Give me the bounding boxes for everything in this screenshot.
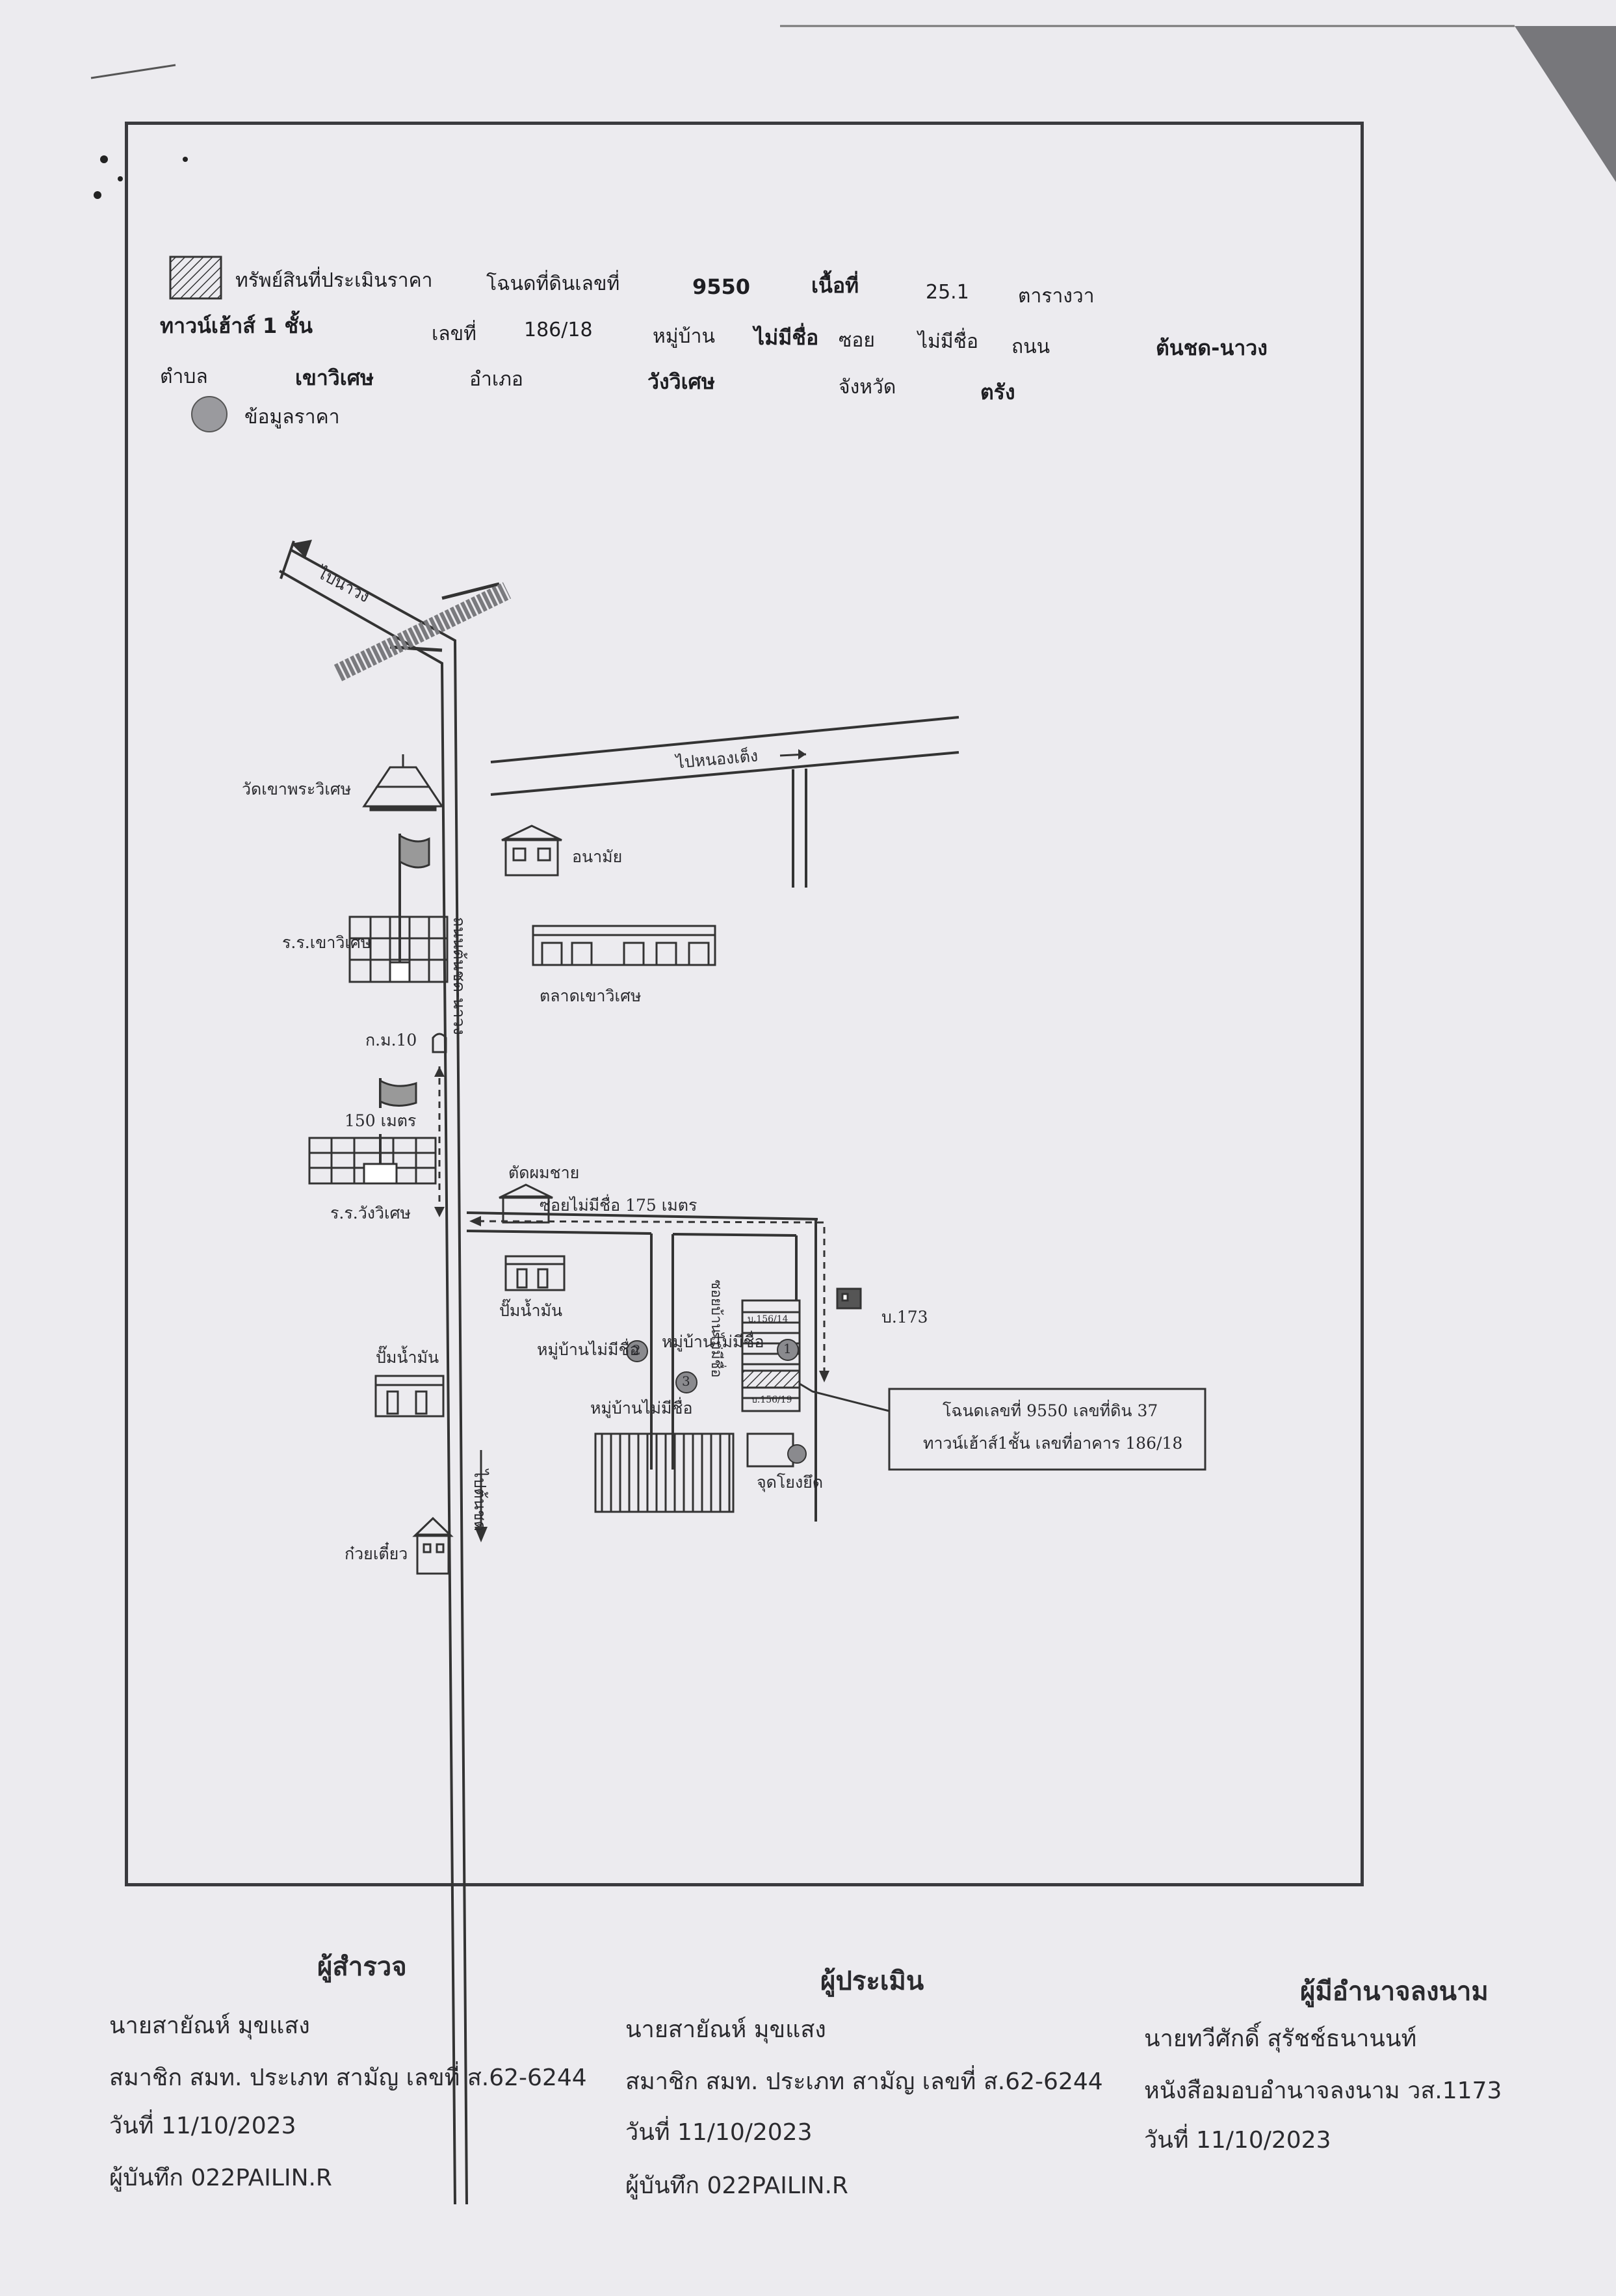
house-no-label: เลขที่ bbox=[432, 323, 476, 345]
label-subject-point: จุดโยงยึด bbox=[757, 1473, 824, 1492]
map-frame bbox=[125, 122, 1364, 1886]
subdistrict-label: ตำบล bbox=[160, 365, 208, 388]
property-type: ทาวน์เฮ้าส์ 1 ชั้น bbox=[160, 313, 313, 338]
soi-name: ไม่มีชื่อ bbox=[918, 330, 979, 353]
label-to-tonchot: ไปต้นชด bbox=[471, 1470, 489, 1531]
province-label: จังหวัด bbox=[839, 376, 896, 399]
deed-number: 9550 bbox=[692, 274, 751, 299]
house-173-icon bbox=[836, 1287, 862, 1310]
marker-1-label: 1 bbox=[783, 1341, 792, 1356]
authorized-authority: หนังสือมอบอำนาจลงนาม วส.1173 bbox=[1144, 2078, 1502, 2104]
authorized-title: ผู้มีอำนาจลงนาม bbox=[1300, 1977, 1489, 2007]
legend-price-label: ข้อมูลราคา bbox=[244, 406, 340, 429]
road-label: ถนน bbox=[1011, 336, 1050, 358]
label-plot-upper: บ.156/14 bbox=[748, 1314, 788, 1325]
label-gas-station-1: ปั๊มน้ำมัน bbox=[499, 1301, 563, 1320]
callout-line-2: ทาวน์เฮ้าส์1ชั้น เลขที่อาคาร 186/18 bbox=[923, 1434, 1183, 1453]
main-road bbox=[279, 540, 468, 2205]
temple-icon bbox=[362, 754, 444, 812]
label-noodle-shop: ก๋วยเตี๋ยว bbox=[345, 1544, 408, 1563]
noodle-shop-icon bbox=[412, 1516, 454, 1575]
appraiser-name: นายสายัณห์ มุขแสง bbox=[625, 2016, 826, 2043]
gas-station-1-icon bbox=[504, 1255, 566, 1291]
surveyor-recorder: ผู้บันทึก 022PAILIN.R bbox=[109, 2165, 332, 2191]
area-unit: ตารางวา bbox=[1018, 285, 1095, 308]
callout-line-1: โฉนดเลขที่ 9550 เลขที่ดิน 37 bbox=[943, 1401, 1158, 1420]
label-school-wangwiset: ร.ร.วังวิเศษ bbox=[330, 1204, 411, 1222]
marker-3-label: 3 bbox=[682, 1373, 690, 1389]
deed-label: โฉนดที่ดินเลขที่ bbox=[486, 272, 620, 295]
school-khaowiset-icon bbox=[348, 834, 449, 983]
health-center-icon bbox=[501, 825, 562, 877]
legend-subject-label: ทรัพย์สินที่ประเมินราคา bbox=[235, 269, 433, 292]
label-village-1: หมู่บ้านไม่มีชื่อ bbox=[537, 1340, 640, 1359]
road-name: ต้นชด-นาวง bbox=[1156, 336, 1268, 360]
label-soi-distance: ซอยไม่มีชื่อ 175 เมตร bbox=[540, 1196, 697, 1215]
appraiser-recorder: ผู้บันทึก 022PAILIN.R bbox=[625, 2172, 848, 2199]
label-village-2: หมู่บ้านไม่มีชื่อ bbox=[662, 1332, 764, 1351]
surveyor-name: นายสายัณห์ มุขแสง bbox=[109, 2012, 310, 2039]
label-house-173: บ.173 bbox=[881, 1308, 928, 1326]
appraiser-title: ผู้ประเมิน bbox=[820, 1966, 924, 1996]
surveyor-title: ผู้สำรวจ bbox=[317, 1952, 407, 1982]
village-name: ไม่มีชื่อ bbox=[754, 325, 819, 350]
label-road-name: ถนนต้นชด-นาวง bbox=[450, 917, 469, 1035]
authorized-name: นายทวีศักดิ์ สุรัชช์ธนานนท์ bbox=[1144, 2025, 1417, 2052]
school-wangwiset-icon bbox=[308, 1078, 437, 1185]
barber-icon bbox=[499, 1183, 553, 1224]
district-name: วังวิเศษ bbox=[647, 369, 715, 394]
appraiser-member: สมาชิก สมท. ประเภท สามัญ เลขที่ ส.62-624… bbox=[625, 2068, 1103, 2095]
label-health-center: อนามัย bbox=[572, 847, 623, 866]
label-plot-lower: บ.156/19 bbox=[751, 1395, 792, 1405]
surveyor-member: สมาชิก สมท. ประเภท สามัญ เลขที่ ส.62-624… bbox=[109, 2065, 587, 2091]
arrow-to-nawong bbox=[291, 540, 312, 558]
marker-2-label: 2 bbox=[632, 1342, 641, 1358]
label-temple: วัดเขาพระวิเศษ bbox=[242, 780, 352, 798]
label-village-3: หมู่บ้านไม่มีชื่อ bbox=[590, 1399, 693, 1418]
area-value: 25.1 bbox=[926, 281, 969, 304]
label-barber: ตัดผมชาย bbox=[508, 1163, 580, 1182]
soi-label: ซอย bbox=[839, 329, 875, 352]
label-km-marker: ก.ม.10 bbox=[365, 1031, 417, 1049]
province-name: ตรัง bbox=[980, 380, 1015, 404]
district-label: อำเภอ bbox=[469, 368, 523, 391]
house-no: 186/18 bbox=[524, 319, 593, 341]
authorized-date: วันที่ 11/10/2023 bbox=[1144, 2127, 1331, 2154]
label-soi-vertical: ซอยบ้านไม่มีชื่อ bbox=[708, 1280, 724, 1378]
label-distance-150: 150 เมตร bbox=[345, 1108, 417, 1134]
appraiser-date: วันที่ 11/10/2023 bbox=[625, 2119, 813, 2146]
label-market: ตลาดเขาวิเศษ bbox=[540, 986, 642, 1005]
village-label: หมู่บ้าน bbox=[653, 325, 715, 348]
market-icon bbox=[532, 925, 716, 966]
gas-station-2-icon bbox=[374, 1375, 445, 1418]
price-markers bbox=[626, 1339, 807, 1464]
label-gas-station-2: ปั๊มน้ำมัน bbox=[376, 1348, 439, 1367]
label-school-khaowiset: ร.ร.เขาวิเศษ bbox=[282, 933, 372, 952]
area-label: เนื้อที่ bbox=[811, 273, 859, 298]
subdistrict-name: เขาวิเศษ bbox=[295, 365, 374, 390]
surveyor-date: วันที่ 11/10/2023 bbox=[109, 2113, 296, 2139]
